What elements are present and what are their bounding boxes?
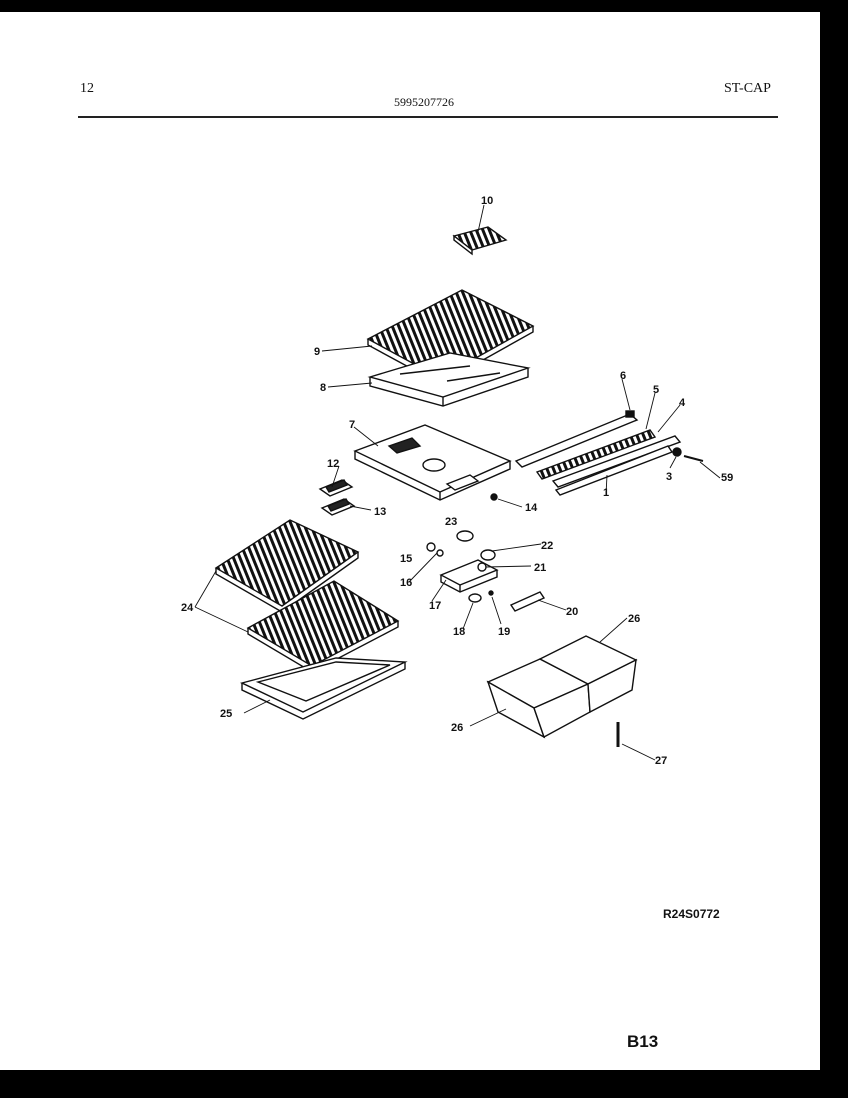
callout-20: 20 <box>566 606 578 618</box>
part-16-part <box>436 549 444 557</box>
header-rule <box>78 116 778 118</box>
callout-59: 59 <box>721 472 733 484</box>
part-5-heater-rail <box>535 429 657 480</box>
callout-6: 6 <box>620 370 626 382</box>
callout-1: 1 <box>603 487 609 499</box>
part-4-rail <box>551 435 682 488</box>
part-7-divider-panel <box>353 424 512 501</box>
part-1-rail <box>554 445 674 496</box>
parts-sheet <box>0 12 820 1070</box>
callout-14: 14 <box>525 502 538 514</box>
callout-5: 5 <box>653 384 659 396</box>
callout-15: 15 <box>400 553 412 565</box>
callout-13: 13 <box>374 506 386 518</box>
part-20-part <box>509 591 546 612</box>
drawing-reference: R24S0772 <box>663 907 720 921</box>
part-6-rail <box>514 410 639 468</box>
callout-19: 19 <box>498 626 510 638</box>
part-13-bracket <box>320 498 356 516</box>
callout-22: 22 <box>541 540 553 552</box>
part-12-bracket <box>318 479 354 497</box>
leader-lines <box>194 204 721 761</box>
part-25-glass-shelf <box>239 657 408 720</box>
page-code: B13 <box>627 1032 659 1051</box>
page-number: 12 <box>80 81 94 96</box>
part-26-crisper-rear <box>538 635 638 714</box>
callout-25: 25 <box>220 708 232 720</box>
callout-17: 17 <box>429 600 441 612</box>
callout-23: 23 <box>445 516 457 528</box>
callout-12: 12 <box>327 458 339 470</box>
part-8-freezer-tray <box>367 352 531 407</box>
callout-3: 3 <box>666 471 672 483</box>
part-17-housing <box>439 559 499 593</box>
callout-18: 18 <box>453 626 465 638</box>
callout-21: 21 <box>534 562 546 574</box>
part-15-part <box>426 542 436 552</box>
part-23-knob <box>456 530 474 542</box>
callout-4: 4 <box>679 397 686 409</box>
part-21-part <box>477 562 487 572</box>
part-19-part <box>488 590 494 596</box>
callout-26-front: 26 <box>451 722 463 734</box>
callout-9: 9 <box>314 346 320 358</box>
part-18-part <box>468 593 482 603</box>
part-10-vent-grille <box>452 226 508 256</box>
part-14-screw <box>490 493 498 501</box>
part-number: 5995207726 <box>394 95 454 109</box>
part-3-screw <box>672 447 682 457</box>
callout-10: 10 <box>481 195 493 207</box>
part-59-screw <box>683 455 704 462</box>
part-22-part <box>480 549 496 561</box>
callout-26-rear: 26 <box>628 613 640 625</box>
callout-16: 16 <box>400 577 412 589</box>
callout-27: 27 <box>655 755 667 767</box>
section-code: ST-CAP <box>724 81 771 96</box>
callout-8: 8 <box>320 382 326 394</box>
callout-24: 24 <box>181 602 194 614</box>
callout-7: 7 <box>349 419 355 431</box>
